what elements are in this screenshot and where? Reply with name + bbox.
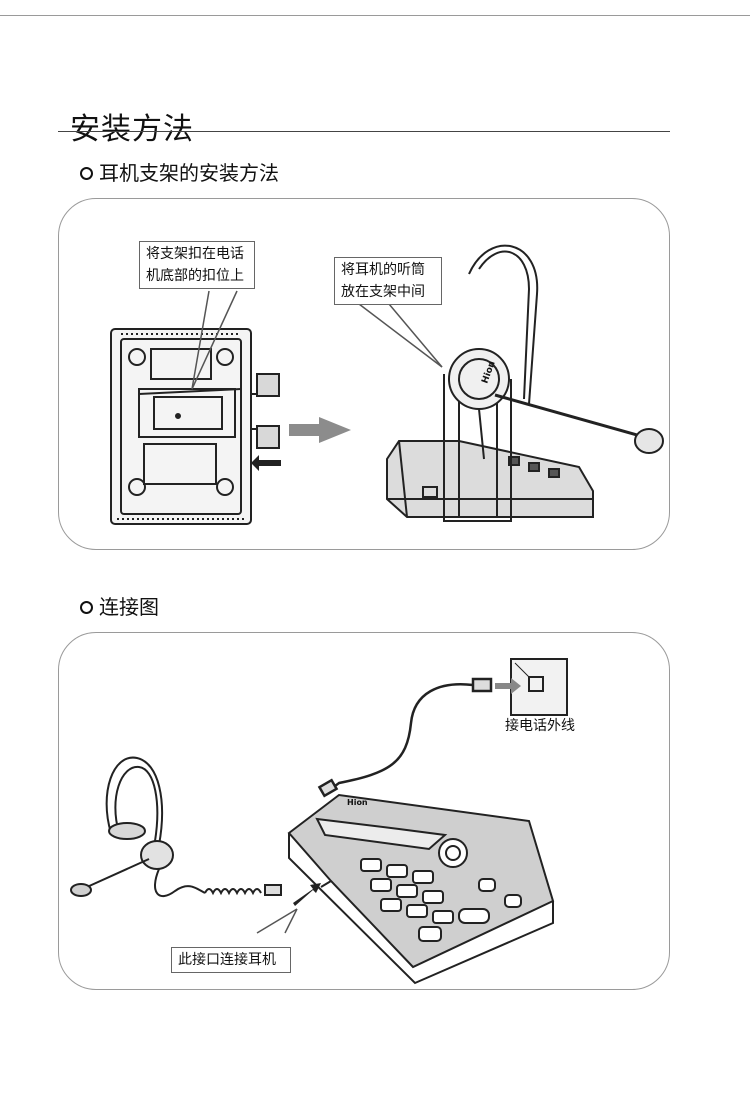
arrow-next-step-icon: [289, 417, 351, 443]
headset-bracket-part: [251, 373, 280, 449]
section-heading-connection: 连接图: [80, 594, 159, 620]
section-heading-text: 耳机支架的安装方法: [99, 161, 279, 185]
callout-pointer-bracket: [191, 290, 238, 390]
top-divider: [0, 15, 750, 16]
connection-panel: Hion 接电话外线 此接口连接耳机: [58, 632, 670, 990]
arrow-to-jack-icon: [495, 678, 521, 694]
wall-jack-illustration: [510, 658, 568, 716]
circle-bullet-icon: [80, 600, 93, 614]
phone-underside-illustration: [110, 328, 252, 525]
connection-illustration: Hion: [70, 658, 568, 985]
section-heading-bracket-install: 耳机支架的安装方法: [80, 160, 279, 186]
label-line-out: 接电话外线: [505, 718, 575, 734]
callout-pointer-headset: [358, 303, 443, 368]
bracket-install-illustration: Hion: [110, 244, 664, 525]
circle-bullet-icon: [80, 166, 93, 180]
bracket-install-panel: Hion 将支架扣在电话 机底部的扣位上 将耳机的听筒 放在支架中间: [58, 198, 670, 550]
phone-brand-logo: Hion: [347, 798, 368, 807]
line-cord: [317, 677, 493, 798]
callout-pointer-port: [256, 908, 298, 934]
title-underline: [58, 131, 670, 132]
callout-bracket-line2: 机底部的扣位上: [146, 268, 244, 284]
callout-headset-port: 此接口连接耳机: [171, 947, 291, 973]
corded-headset-illustration: [70, 756, 282, 897]
desk-phone-illustration: [287, 793, 555, 985]
arrow-slide-left-icon: [251, 455, 281, 471]
callout-headset-line2: 放在支架中间: [341, 284, 425, 300]
section-heading-text: 连接图: [99, 595, 159, 619]
callout-headset-line1: 将耳机的听筒: [341, 262, 425, 278]
callout-bracket-instruction: 将支架扣在电话 机底部的扣位上: [139, 241, 255, 289]
callout-bracket-line1: 将支架扣在电话: [146, 246, 244, 262]
page-title: 安装方法: [70, 112, 194, 148]
arrow-to-headset-port-icon: [293, 883, 321, 906]
phone-with-headset-illustration: [386, 244, 664, 522]
callout-headset-instruction: 将耳机的听筒 放在支架中间: [334, 257, 442, 305]
